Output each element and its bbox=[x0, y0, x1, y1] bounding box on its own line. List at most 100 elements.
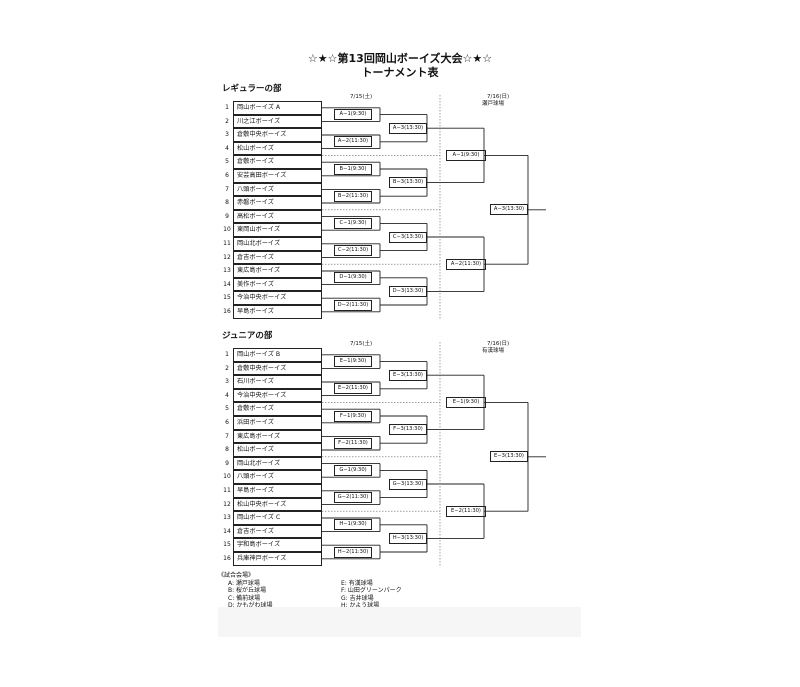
legend-item: F: 山田グリーンパーク bbox=[341, 587, 402, 595]
team-name: 岡山ボーイズ A bbox=[233, 101, 322, 115]
team-number: 11 bbox=[223, 487, 231, 494]
round1-match: H−2(11:30) bbox=[334, 546, 372, 558]
team-number: 1 bbox=[225, 351, 229, 358]
round2-match: C−3(13:30) bbox=[389, 231, 427, 243]
legend-right: E: 有漢球場 F: 山田グリーンパーク G: 吉井球場 H: かよう球場 bbox=[341, 580, 402, 610]
team-number: 4 bbox=[225, 144, 229, 152]
team-name: 高松ボーイズ bbox=[233, 209, 322, 224]
legend-heading: 《試合会場》 bbox=[218, 572, 255, 579]
legend-item: E: 有漢球場 bbox=[341, 580, 373, 587]
team-number: 15 bbox=[223, 294, 231, 302]
team-name: 浜田ボーイズ bbox=[233, 416, 322, 430]
team-number: 13 bbox=[223, 514, 231, 522]
team-name: 宇和島ボーイズ bbox=[233, 538, 322, 552]
round1-match: C−1(9:30) bbox=[334, 217, 372, 229]
team-name: 倉敷ボーイズ bbox=[233, 155, 322, 169]
round1-match: B−2(11:30) bbox=[334, 190, 372, 202]
round3-venue: 有漢球場 bbox=[482, 348, 505, 354]
team-name: 赤磐ボーイズ bbox=[233, 196, 322, 210]
team-number: 3 bbox=[225, 131, 229, 139]
team-name: 岡山北ボーイズ bbox=[233, 237, 322, 251]
team-number: 6 bbox=[225, 419, 229, 426]
team-name: 川之江ボーイズ bbox=[233, 114, 322, 129]
team-name: 倉敷ボーイズ bbox=[233, 402, 322, 416]
team-name: 石川ボーイズ bbox=[233, 375, 322, 389]
round2-match: E−3(13:30) bbox=[389, 369, 427, 381]
legend-item: D: かもがわ球場 bbox=[228, 602, 273, 610]
team-name: 倉吉ボーイズ bbox=[233, 524, 322, 539]
section-heading: レギュラーの部 bbox=[222, 84, 282, 94]
team-number: 3 bbox=[225, 378, 229, 386]
round2-match: A−3(13:30) bbox=[389, 122, 427, 134]
team-name: 松山ボーイズ bbox=[233, 141, 322, 156]
team-name: 早島ボーイズ bbox=[233, 305, 322, 319]
team-number: 2 bbox=[225, 117, 229, 125]
legend-box: A: 瀬戸球場 B: 桜が丘球場 C: 備前球場 D: かもがわ球場 E: 有漢… bbox=[218, 580, 426, 610]
team-number: 11 bbox=[223, 240, 231, 247]
team-number: 1 bbox=[225, 104, 229, 111]
round1-match: G−1(9:30) bbox=[334, 464, 372, 476]
legend-item: H: かよう球場 bbox=[341, 602, 380, 610]
round1-match: E−2(11:30) bbox=[334, 383, 372, 395]
team-name: 倉敷中央ボーイズ bbox=[233, 361, 322, 376]
team-number: 9 bbox=[225, 212, 229, 220]
team-name: 東広島ボーイズ bbox=[233, 429, 322, 444]
legend-item: C: 備前球場 bbox=[228, 594, 261, 602]
legend-item: G: 吉井球場 bbox=[341, 594, 374, 602]
team-name: 安芸高田ボーイズ bbox=[233, 169, 322, 183]
legend-left: A: 瀬戸球場 B: 桜が丘球場 C: 備前球場 D: かもがわ球場 bbox=[228, 580, 273, 610]
team-name: 東岡山ボーイズ bbox=[233, 223, 322, 237]
round1-match: E−1(9:30) bbox=[334, 356, 372, 368]
round2-match: H−3(13:30) bbox=[389, 532, 427, 544]
round1-match: A−2(11:30) bbox=[334, 136, 372, 148]
legend-item: A: 瀬戸球場 bbox=[228, 580, 260, 587]
team-number: 7 bbox=[225, 185, 229, 193]
team-number: 6 bbox=[225, 172, 229, 179]
team-number: 4 bbox=[225, 391, 229, 399]
team-number: 9 bbox=[225, 459, 229, 467]
legend-item: B: 桜が丘球場 bbox=[228, 587, 267, 595]
team-number: 13 bbox=[223, 267, 231, 275]
team-number: 15 bbox=[223, 541, 231, 549]
team-name: 今治中央ボーイズ bbox=[233, 388, 322, 403]
notes-area bbox=[218, 607, 581, 637]
round1-match: F−1(9:30) bbox=[334, 410, 372, 422]
team-number: 5 bbox=[225, 158, 229, 166]
round1-match: A−1(9:30) bbox=[334, 109, 372, 121]
team-name: 早島ボーイズ bbox=[233, 484, 322, 498]
team-name: 松山ボーイズ bbox=[233, 443, 322, 457]
team-name: 東広島ボーイズ bbox=[233, 264, 322, 278]
team-number: 16 bbox=[223, 308, 231, 315]
team-number: 2 bbox=[225, 364, 229, 372]
section-heading: ジュニアの部 bbox=[222, 331, 273, 341]
team-name: 八頭ボーイズ bbox=[233, 182, 322, 197]
round1-match: D−1(9:30) bbox=[334, 272, 372, 284]
team-number: 16 bbox=[223, 555, 231, 562]
team-name: 美作ボーイズ bbox=[233, 277, 322, 292]
team-name: 松山中央ボーイズ bbox=[233, 497, 322, 512]
team-number: 10 bbox=[223, 473, 231, 481]
tournament-title: ☆★☆第13回岡山ボーイズ大会☆★☆ bbox=[307, 52, 493, 65]
round2-match: D−3(13:30) bbox=[389, 285, 427, 297]
round2-match: B−3(13:30) bbox=[389, 177, 427, 189]
team-number: 12 bbox=[223, 500, 231, 508]
final-match: A−3(13:30) bbox=[490, 204, 528, 216]
round3-date: 7/16(日) bbox=[487, 94, 510, 100]
round3-venue: 瀬戸球場 bbox=[482, 101, 505, 107]
team-number: 12 bbox=[223, 253, 231, 261]
round1-match: C−2(11:30) bbox=[334, 245, 372, 257]
team-number: 10 bbox=[223, 226, 231, 234]
round1-match: B−1(9:30) bbox=[334, 163, 372, 175]
round3-date: 7/16(日) bbox=[487, 341, 510, 347]
team-name: 岡山ボーイズ C bbox=[233, 511, 322, 525]
round1-match: F−2(11:30) bbox=[334, 437, 372, 449]
team-number: 14 bbox=[223, 280, 231, 288]
round1-match: G−2(11:30) bbox=[334, 492, 372, 504]
round1-date: 7/15(土) bbox=[350, 94, 373, 100]
team-name: 倉敷中央ボーイズ bbox=[233, 128, 322, 142]
round2-match: G−3(13:30) bbox=[389, 478, 427, 490]
team-name: 岡山ボーイズ B bbox=[233, 348, 322, 362]
team-name: 岡山北ボーイズ bbox=[233, 456, 322, 471]
tournament-subtitle: トーナメント表 bbox=[361, 66, 439, 79]
